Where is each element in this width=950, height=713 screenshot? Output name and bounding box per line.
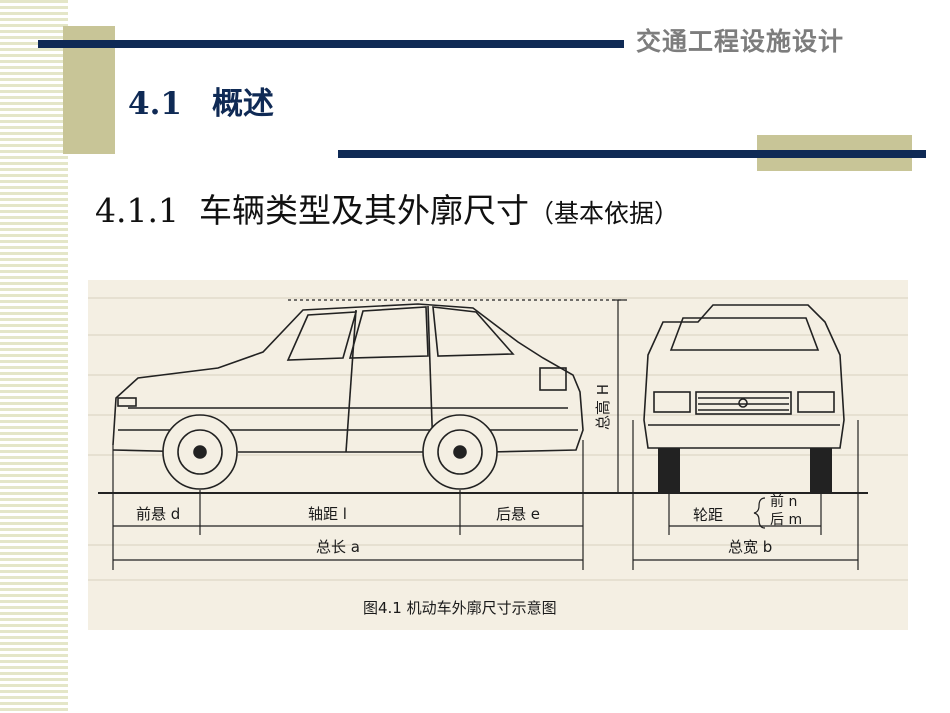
track-brace	[753, 497, 766, 529]
wheelbase-label: 轴距 l	[308, 505, 347, 523]
overall-height-label: 总高 H	[594, 384, 612, 430]
subsection-note: （基本依据）	[528, 199, 679, 228]
track-label: 轮距	[693, 506, 723, 524]
height-dimension-lines	[288, 299, 628, 494]
car-front-view	[643, 304, 845, 449]
track-rear-label: 后 m	[770, 512, 802, 528]
front-overhang-label: 前悬 d	[136, 505, 180, 523]
section-title: 概述	[211, 86, 274, 122]
overall-width-label: 总宽 b	[728, 538, 772, 556]
course-title: 交通工程设施设计	[636, 27, 845, 56]
length-dimension-lines	[112, 440, 584, 570]
vehicle-diagram: 总高 H 前悬 d 轴距 l 后悬 e 总长 a 轮距 前 n 后 m 总宽 b	[88, 297, 908, 617]
car-side-wheels	[162, 414, 498, 490]
bottom-navy-rule	[338, 150, 926, 158]
top-navy-rule	[38, 40, 624, 48]
figure-caption: 图4.1 机动车外廓尺寸示意图	[363, 599, 557, 617]
track-front-label: 前 n	[770, 493, 797, 510]
car-front-tires	[658, 448, 832, 492]
width-dimension-lines	[632, 420, 859, 570]
section-heading: 4.1 概述	[128, 78, 274, 123]
overall-length-label: 总长 a	[316, 538, 360, 556]
left-stripe-decoration	[0, 0, 68, 713]
subsection-title: 车辆类型及其外廓尺寸	[198, 191, 529, 230]
rear-overhang-label: 后悬 e	[496, 505, 540, 523]
subsection-number: 4.1.1	[95, 191, 179, 230]
subsection-heading: 4.1.1 车辆类型及其外廓尺寸（基本依据）	[95, 184, 679, 232]
section-number: 4.1	[128, 86, 182, 122]
vehicle-dimensions-figure: 总高 H 前悬 d 轴距 l 后悬 e 总长 a 轮距 前 n 后 m 总宽 b	[88, 280, 908, 630]
